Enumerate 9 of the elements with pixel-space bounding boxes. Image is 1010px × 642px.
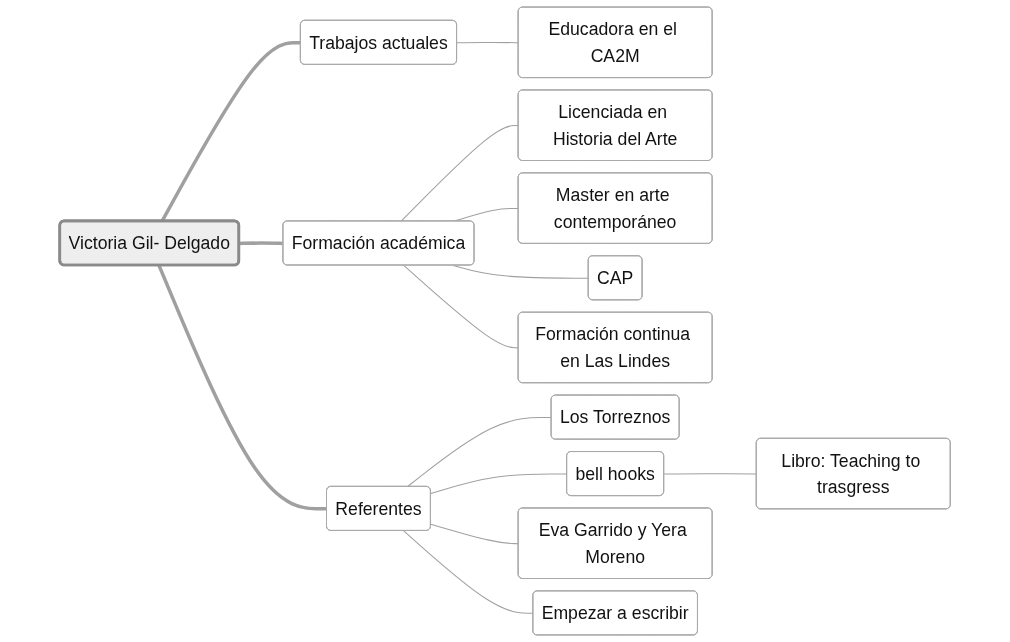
connector [239,241,284,246]
connector [403,530,534,614]
connector [663,473,758,475]
connector [456,41,520,44]
connector [403,264,520,349]
connector [430,523,520,545]
connector [400,125,520,222]
connector [406,416,553,488]
connector [430,473,568,494]
